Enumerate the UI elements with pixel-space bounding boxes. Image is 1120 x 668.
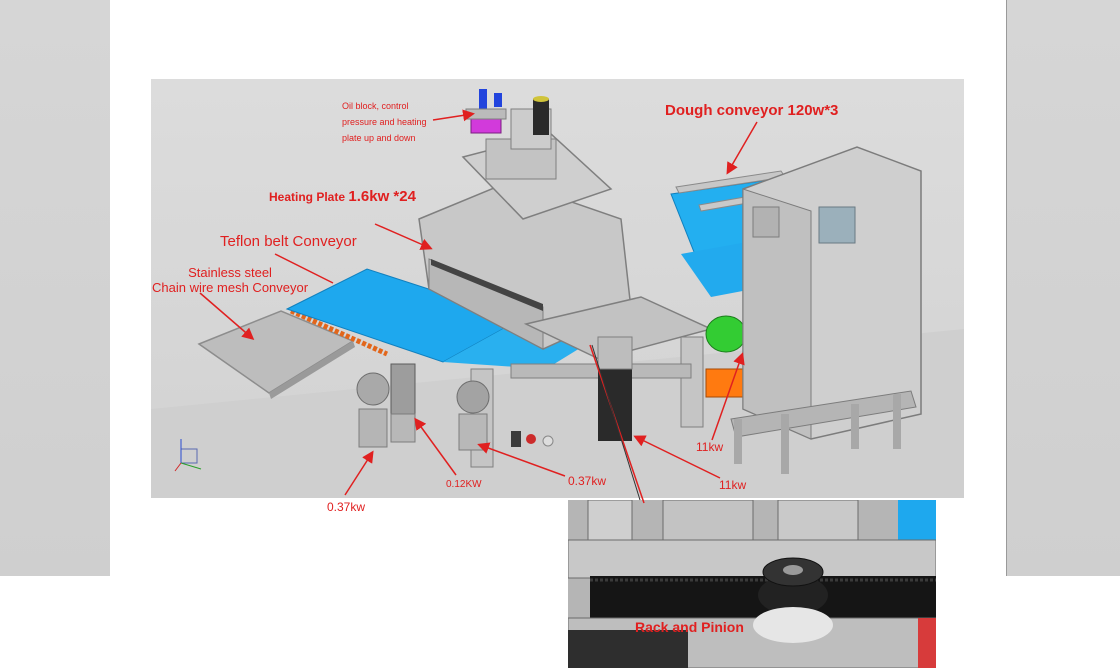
orange-motor: [705, 368, 747, 398]
label-power-11kw-a: 11kw: [696, 440, 724, 454]
label-rack-and-pinion: Rack and Pinion: [635, 619, 744, 635]
motor-center: [458, 413, 488, 451]
label-heating-plate-power: 1.6kw *24: [348, 188, 416, 205]
rack-pinion-detail: [568, 500, 936, 668]
viewer-left-margin: [0, 0, 111, 576]
label-power-037kw-b: 0.37kw: [568, 474, 607, 488]
label-power-037kw-a: 0.37kw: [327, 500, 366, 514]
pinion-gear: [758, 575, 828, 615]
pinion-motor: [598, 369, 632, 441]
label-teflon-conveyor: Teflon belt Conveyor: [220, 233, 357, 250]
oil-block: [470, 118, 502, 134]
label-power-11kw-b: 11kw: [719, 478, 747, 492]
viewer-right-margin: [1006, 0, 1120, 576]
motor-left-1: [358, 408, 388, 448]
label-power-012kw: 0.12KW: [446, 479, 482, 490]
label-oil-block: Oil block, control pressure and heating …: [342, 101, 427, 143]
machine-rendering: [151, 79, 964, 498]
heating-plate: [431, 259, 543, 311]
label-dough-conveyor: Dough conveyor 120w*3: [665, 102, 839, 119]
label-heating-plate: Heating Plate 1.6kw *24: [269, 188, 416, 206]
motor-left-2: [390, 363, 416, 415]
label-stainless-line2: Chain wire mesh Conveyor: [152, 280, 309, 295]
axis-triad-icon: [174, 439, 202, 472]
label-stainless-line1: Stainless steel: [188, 265, 272, 280]
label-heating-plate-prefix: Heating Plate: [269, 190, 346, 204]
